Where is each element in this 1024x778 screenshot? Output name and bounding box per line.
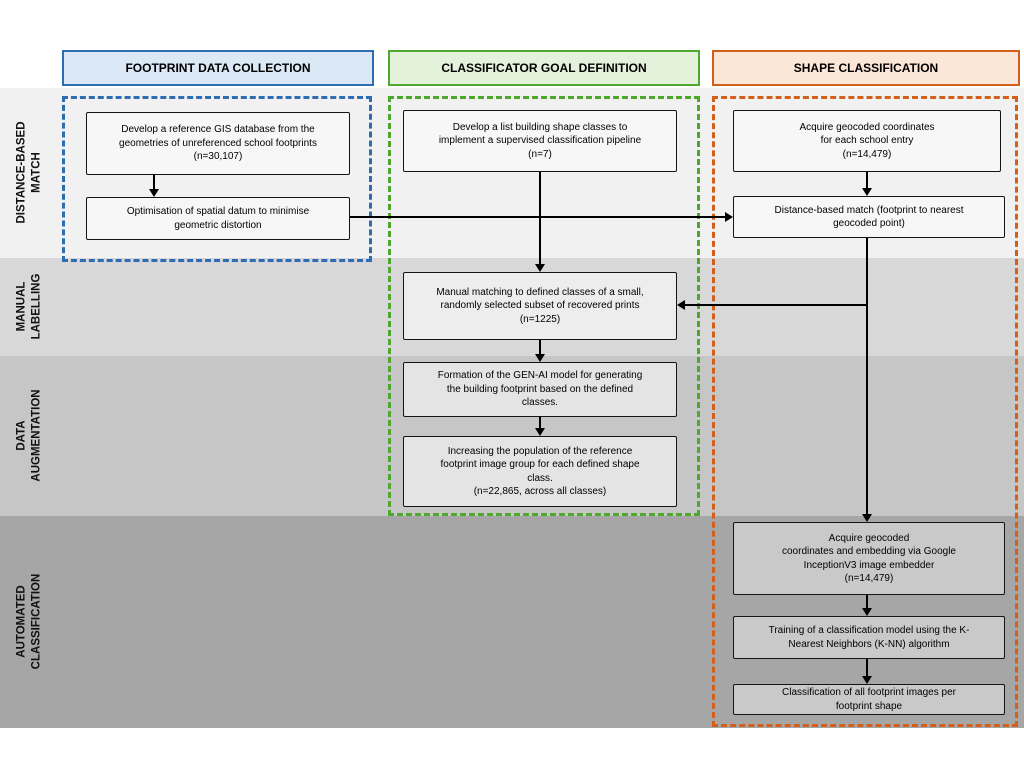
arrow-coordinates-to-distance-line xyxy=(866,172,868,188)
column-outline-shape-classification xyxy=(712,96,1018,727)
arrow-coordinates-to-distance-head xyxy=(862,188,872,196)
arrow-manual-to-genai-line xyxy=(539,340,541,354)
arrow-knn-to-classification-head xyxy=(862,676,872,684)
box-acquire-embedding: Acquire geocoded coordinates and embeddi… xyxy=(733,522,1005,595)
box-acquire-coordinates: Acquire geocoded coordinates for each sc… xyxy=(733,110,1001,172)
box-manual-matching: Manual matching to defined classes of a … xyxy=(403,272,677,340)
arrow-gis-to-datum-head xyxy=(149,189,159,197)
arrow-branch-to-manual-head xyxy=(677,300,685,310)
arrow-genai-to-increase-head xyxy=(535,428,545,436)
box-classify-footprints: Classification of all footprint images p… xyxy=(733,684,1005,715)
arrow-genai-to-increase-line xyxy=(539,417,541,428)
arrow-embedding-to-knn-line xyxy=(866,595,868,608)
column-header-shape-classification: SHAPE CLASSIFICATION xyxy=(712,50,1020,86)
arrow-embedding-to-knn-head xyxy=(862,608,872,616)
box-develop-gis-database: Develop a reference GIS database from th… xyxy=(86,112,350,175)
column-outline-footprint-data-collection xyxy=(62,96,372,262)
box-develop-shape-classes: Develop a list building shape classes to… xyxy=(403,110,677,172)
arrow-branch-to-manual-line xyxy=(685,304,867,306)
connector-distance-to-embedding-head xyxy=(862,514,872,522)
column-header-classificator-goal-definition: CLASSIFICATOR GOAL DEFINITION xyxy=(388,50,700,86)
column-header-footprint-data-collection: FOOTPRINT DATA COLLECTION xyxy=(62,50,374,86)
column-outline-classificator-goal-definition xyxy=(388,96,700,516)
arrow-knn-to-classification-line xyxy=(866,659,868,676)
connector-distance-to-embedding-line xyxy=(866,238,868,514)
arrow-datum-to-distance-match-head xyxy=(725,212,733,222)
row-label-automated-classification: AUTOMATED CLASSIFICATION xyxy=(15,573,42,670)
row-label-data-augmentation: DATA AUGMENTATION xyxy=(15,389,42,482)
arrow-classes-to-manual-line xyxy=(539,172,541,264)
box-knn-training: Training of a classification model using… xyxy=(733,616,1005,659)
box-distance-match: Distance-based match (footprint to neare… xyxy=(733,196,1005,238)
row-label-manual-labelling: MANUAL LABELLING xyxy=(15,273,42,340)
box-increase-population: Increasing the population of the referen… xyxy=(403,436,677,507)
arrow-gis-to-datum-line xyxy=(153,175,155,189)
arrow-datum-to-distance-match-line xyxy=(350,216,725,218)
arrow-manual-to-genai-head xyxy=(535,354,545,362)
arrow-classes-to-manual-head xyxy=(535,264,545,272)
box-gen-ai-model: Formation of the GEN-AI model for genera… xyxy=(403,362,677,417)
row-label-distance-based-match: DISTANCE-BASED MATCH xyxy=(15,121,42,224)
box-optimise-spatial-datum: Optimisation of spatial datum to minimis… xyxy=(86,197,350,240)
